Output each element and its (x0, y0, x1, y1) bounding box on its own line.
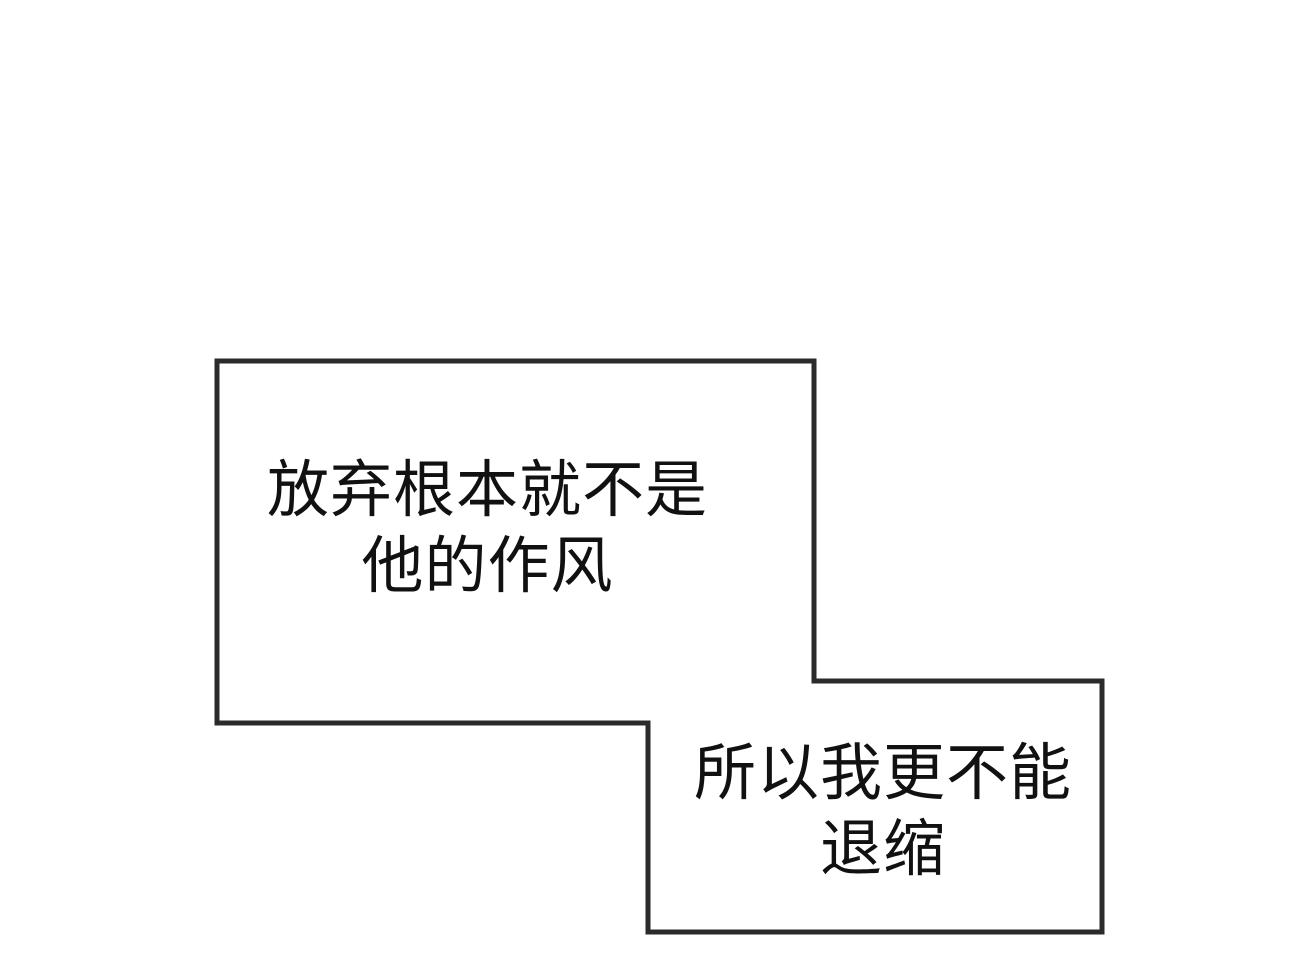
panel-two-line-2: 退缩 (819, 812, 946, 885)
panel-two-dialogue: 所以我更不能 退缩 (648, 735, 1102, 887)
panel-two-line-1: 所以我更不能 (693, 736, 1072, 809)
panel-one-dialogue: 放弃根本就不是 他的作风 (217, 452, 814, 604)
panel-one-line-1: 放弃根本就不是 (266, 453, 708, 526)
panel-one-line-2: 他的作风 (361, 529, 614, 602)
